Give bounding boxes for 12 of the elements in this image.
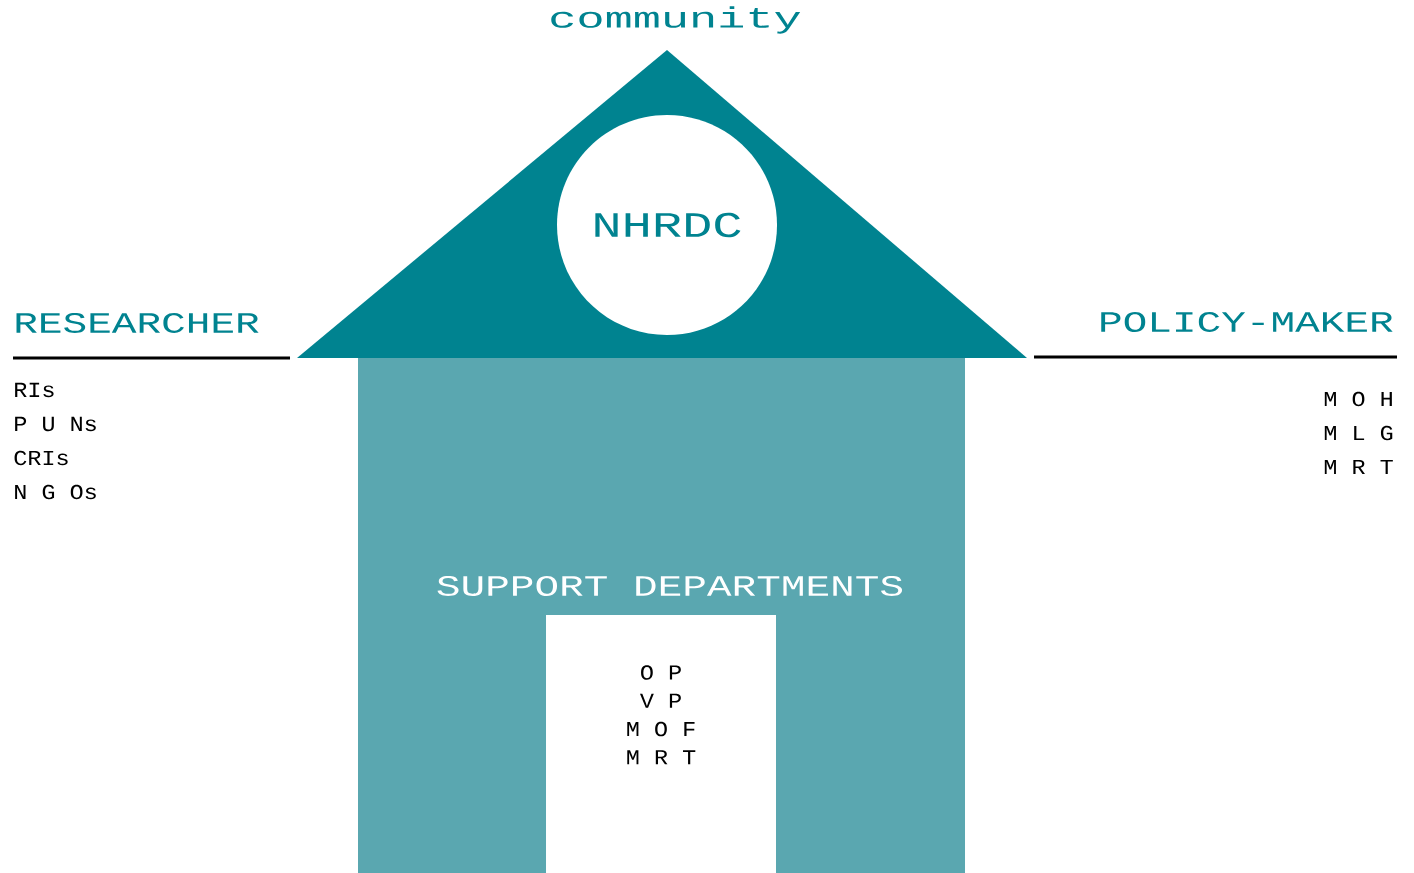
heading: RESEARCHER (16, 313, 259, 333)
list-item: M O H (1324, 391, 1392, 407)
list-item: N G Os (15, 484, 96, 500)
heading: POLICY-MAKER (1101, 312, 1393, 332)
list-item: CRIs (14, 450, 68, 466)
node-label: community (551, 6, 801, 34)
list-item: P U Ns (15, 416, 96, 432)
list-item: M L G (1324, 425, 1393, 441)
node-label: NHRDC (595, 212, 741, 238)
list-item: RIs (15, 382, 54, 398)
list-item: M R T (1324, 459, 1393, 474)
door-box: O P V P M O F M R T (546, 615, 776, 873)
